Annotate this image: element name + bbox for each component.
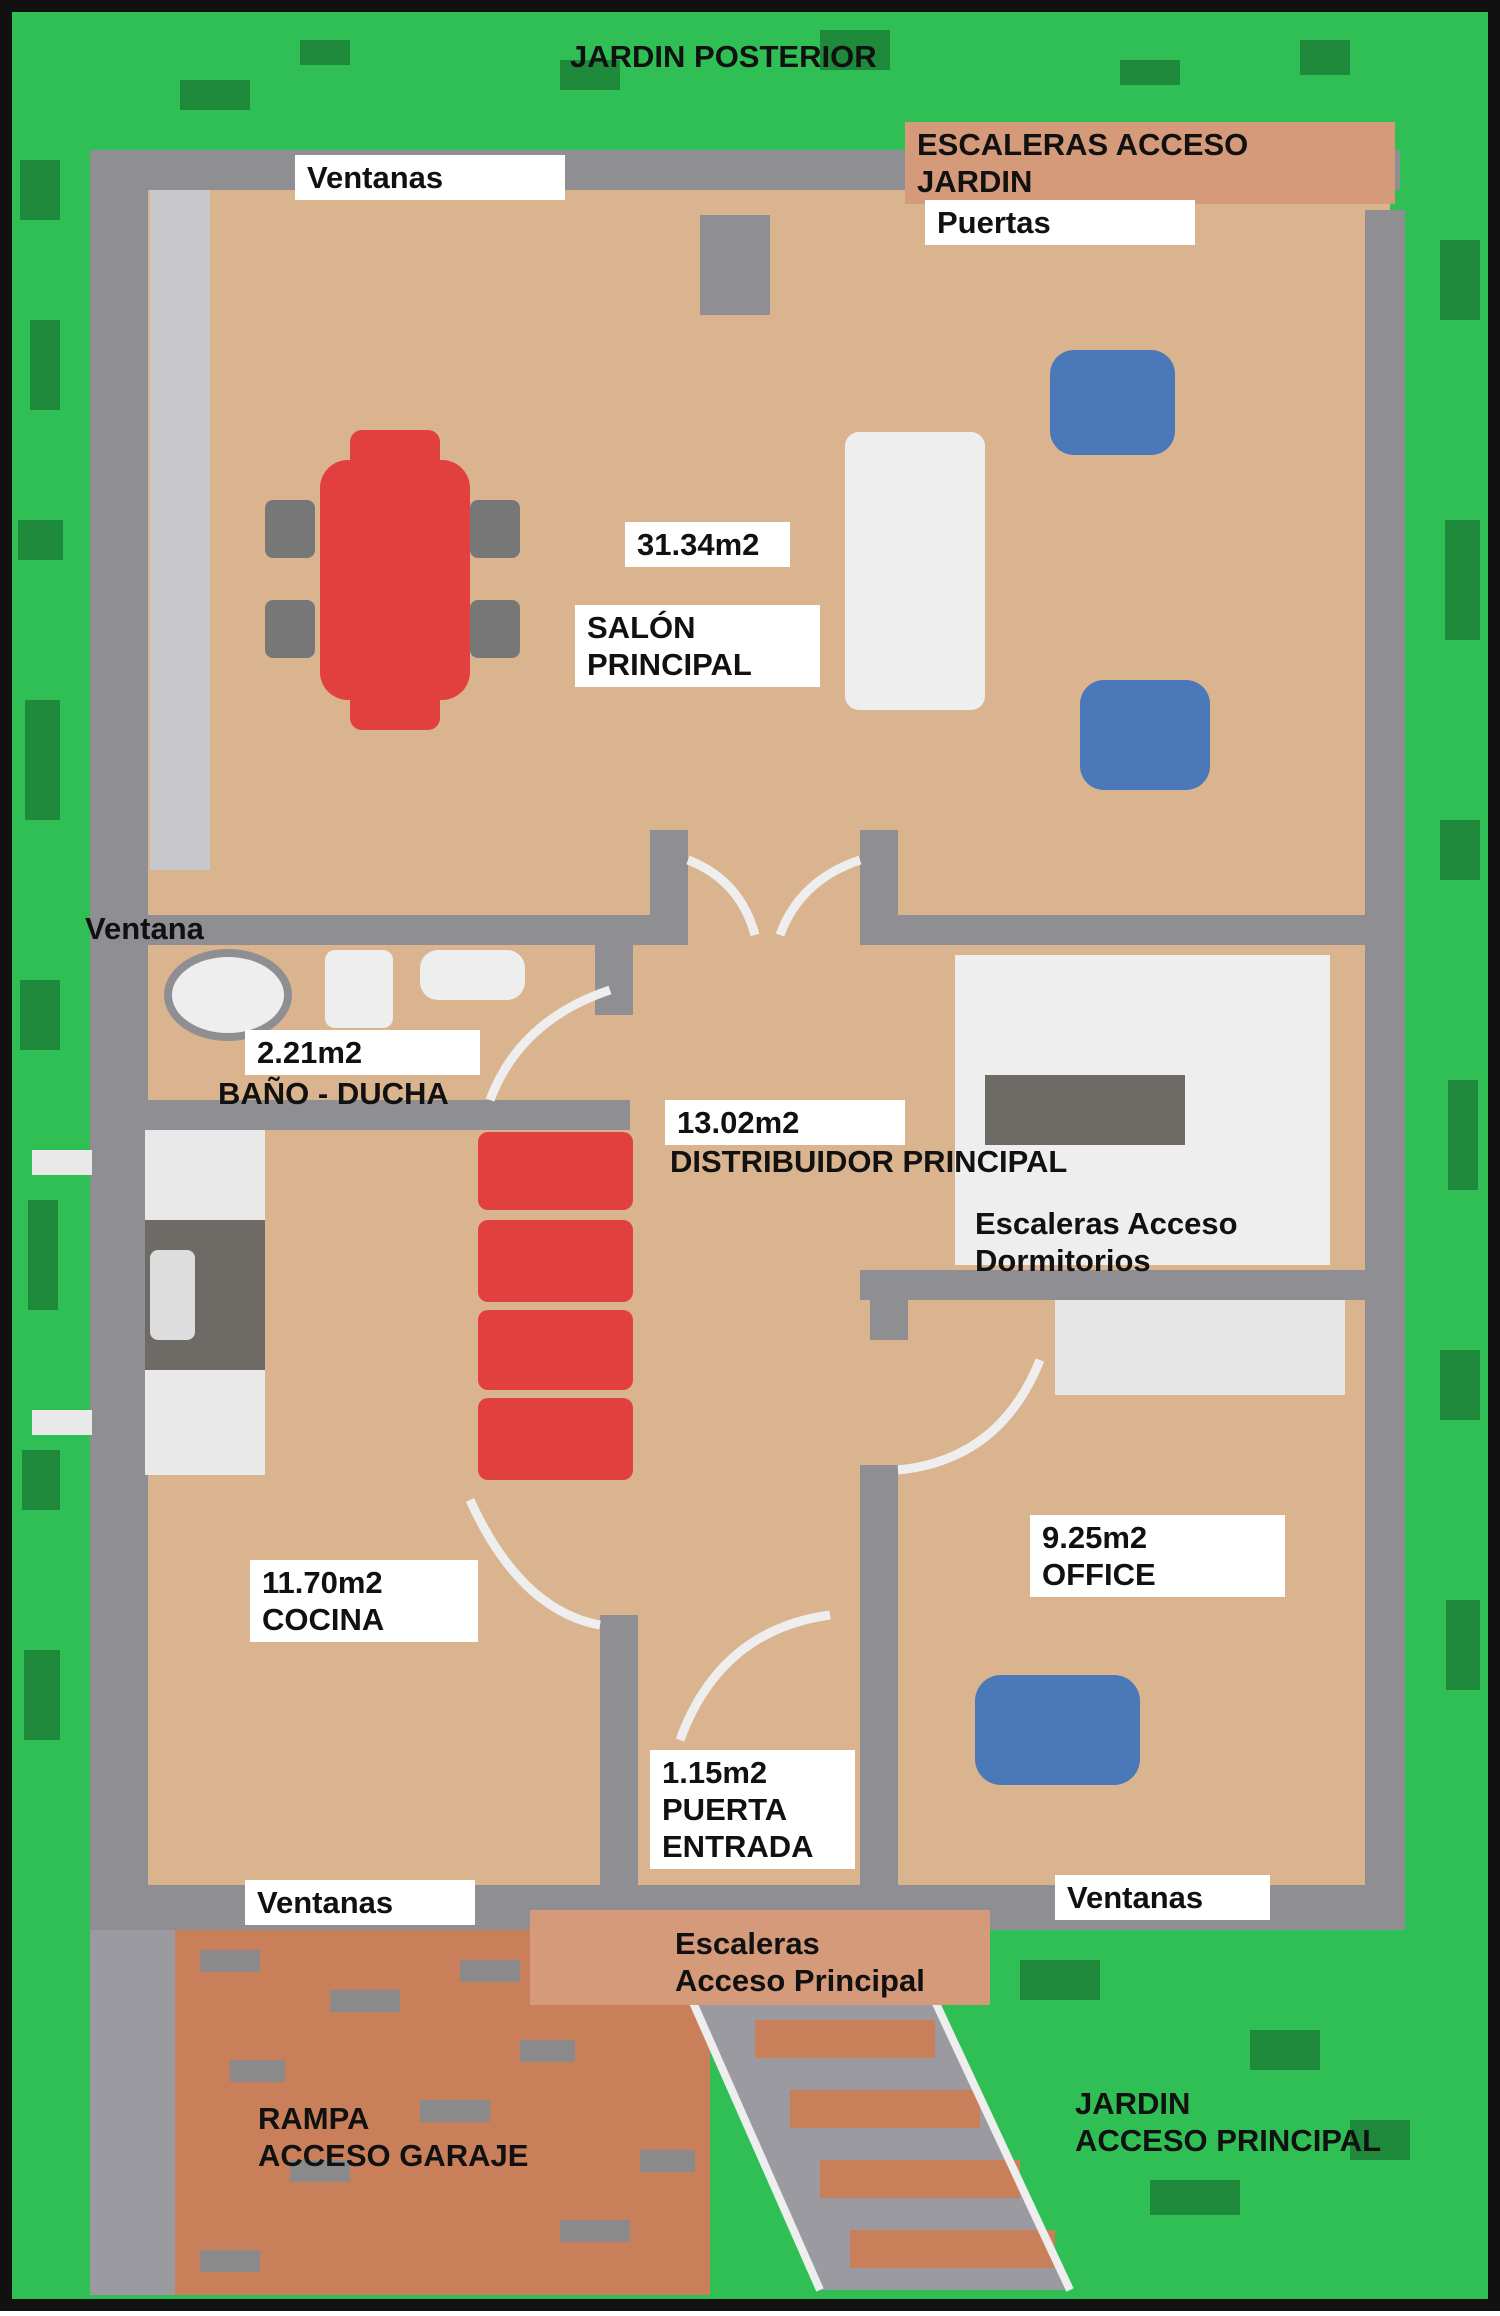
bedroom-stairs-line-2: Dormitorios bbox=[975, 1243, 1151, 1278]
living-room-area: 31.34m2 bbox=[625, 522, 790, 567]
interior-walls bbox=[90, 830, 1370, 1905]
garden-texture bbox=[18, 30, 1480, 2215]
garden-stairs-line-2: JARDIN bbox=[917, 164, 1033, 199]
entrance-label: 1.15m2 PUERTA ENTRADA bbox=[650, 1750, 855, 1869]
hall-area: 13.02m2 bbox=[665, 1100, 905, 1145]
window-left-label: Ventana bbox=[85, 911, 204, 946]
garage-ramp-label: RAMPA ACCESO GARAJE bbox=[258, 2100, 528, 2174]
kitchen-windows bbox=[32, 1150, 92, 1435]
column bbox=[700, 215, 770, 315]
white-sofa bbox=[845, 432, 985, 710]
blue-armchair-bottom bbox=[1080, 680, 1210, 790]
garden-stairs-line-1: ESCALERAS ACCESO bbox=[917, 127, 1249, 162]
ramp-wall bbox=[90, 1925, 175, 2295]
blue-armchair-top bbox=[1050, 350, 1175, 455]
doors-top-label: Puertas bbox=[925, 200, 1195, 245]
garden-stairs-label: ESCALERAS ACCESO JARDIN bbox=[905, 122, 1395, 204]
living-room-name: SALÓN PRINCIPAL bbox=[575, 605, 820, 687]
bathroom-area: 2.21m2 bbox=[245, 1030, 480, 1075]
entrance-name-line-2: ENTRADA bbox=[662, 1829, 814, 1864]
main-stairs-line-1: Escaleras bbox=[675, 1926, 820, 1961]
main-stairs-label: Escaleras Acceso Principal bbox=[675, 1925, 925, 1999]
kitchen-area: 11.70m2 bbox=[262, 1565, 383, 1600]
kitchen-counter bbox=[145, 1130, 265, 1475]
garage-ramp-line-1: RAMPA bbox=[258, 2101, 370, 2136]
hall-name: DISTRIBUIDOR PRINCIPAL bbox=[670, 1144, 1068, 1179]
main-stairs-line-2: Acceso Principal bbox=[675, 1963, 925, 1998]
living-room-name-line-2: PRINCIPAL bbox=[587, 647, 752, 682]
bedroom-stairs bbox=[955, 955, 1345, 1395]
front-garden-line-2: ACCESO PRINCIPAL bbox=[1075, 2123, 1382, 2158]
bedroom-stairs-line-1: Escaleras Acceso bbox=[975, 1206, 1238, 1241]
windows-bottom-left-label: Ventanas bbox=[245, 1880, 475, 1925]
kitchen-name: COCINA bbox=[262, 1602, 385, 1637]
garden-rear-label: JARDIN POSTERIOR bbox=[570, 39, 877, 74]
ramp-texture bbox=[200, 1950, 695, 2272]
office-area: 9.25m2 bbox=[1042, 1520, 1148, 1555]
entrance-area: 1.15m2 bbox=[662, 1755, 768, 1790]
entrance-name-line-1: PUERTA bbox=[662, 1792, 788, 1827]
office-name: OFFICE bbox=[1042, 1557, 1156, 1592]
wall-shadow bbox=[150, 190, 210, 870]
kitchen-label: 11.70m2 COCINA bbox=[250, 1560, 478, 1642]
office-label: 9.25m2 OFFICE bbox=[1030, 1515, 1285, 1597]
bathroom-name: BAÑO - DUCHA bbox=[218, 1076, 449, 1111]
windows-top-label: Ventanas bbox=[295, 155, 565, 200]
bedroom-stairs-label: Escaleras Acceso Dormitorios bbox=[975, 1205, 1238, 1279]
front-garden-label: JARDIN ACCESO PRINCIPAL bbox=[1075, 2085, 1381, 2159]
front-garden-line-1: JARDIN bbox=[1075, 2086, 1191, 2121]
stairs-landing bbox=[530, 1910, 990, 2005]
garage-ramp-line-2: ACCESO GARAJE bbox=[258, 2138, 529, 2173]
door-arcs bbox=[465, 855, 1045, 1742]
dining-table bbox=[265, 430, 520, 730]
red-sofa bbox=[478, 1132, 633, 1480]
bathroom-fixtures bbox=[164, 949, 525, 1041]
windows-bottom-right-label: Ventanas bbox=[1055, 1875, 1270, 1920]
living-room-name-line-1: SALÓN bbox=[587, 610, 696, 645]
office-chair bbox=[975, 1675, 1140, 1785]
